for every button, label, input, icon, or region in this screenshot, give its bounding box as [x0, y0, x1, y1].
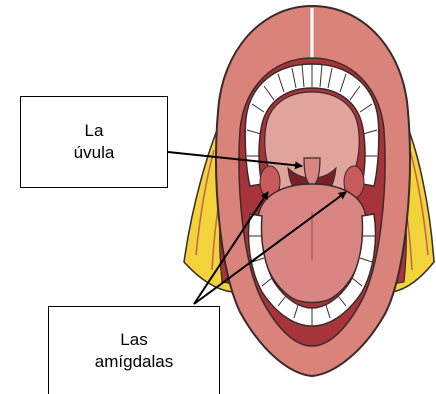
uvula-label-box: La úvula — [20, 96, 168, 188]
tonsils-label-line-2: amígdalas — [95, 351, 173, 373]
uvula-label-line-1: La — [85, 120, 104, 142]
uvula-label-line-2: úvula — [74, 142, 115, 164]
tonsils-label-line-1: Las — [120, 329, 147, 351]
tonsils-label-box: Las amígdalas — [48, 306, 220, 394]
